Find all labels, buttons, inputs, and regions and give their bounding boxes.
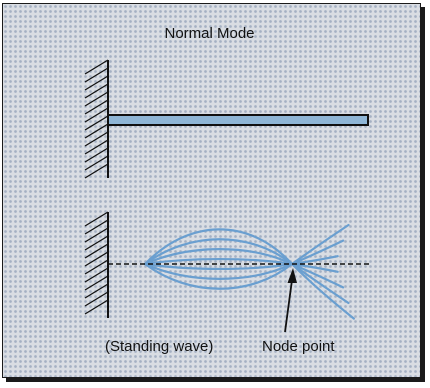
wave-curve [143,248,294,266]
cantilever-beam [107,114,369,126]
wave-curve [290,262,350,305]
hatch-line [84,99,109,115]
node-point-label: Node point [262,338,335,355]
hatch-line [84,67,109,83]
hatch-line [84,59,109,75]
wave-curve [143,262,294,280]
wave-curve [290,262,345,289]
hatch-line [84,115,109,131]
hatch-line [84,147,109,163]
hatch-line [84,291,109,307]
hatch-line [84,211,109,227]
hatch-line [84,131,109,147]
hatch-line [84,243,109,259]
wave-curve [290,223,350,266]
hatch-line [84,219,109,235]
diagram-title: Normal Mode [164,25,255,42]
hatch-line [84,251,109,267]
wave-curve [143,228,294,266]
hatch-line [84,75,109,91]
bottom-wall [84,211,109,318]
wave-curve [143,257,294,266]
hatch-line [84,155,109,171]
hatch-line [84,267,109,283]
diagram-panel [2,3,421,378]
hatch-line [84,163,109,179]
hatch-line [84,235,109,251]
hatch-line [84,299,109,315]
hatch-line [84,227,109,243]
wave-curve [290,262,355,320]
hatch-line [84,275,109,291]
hatch-line [84,91,109,107]
hatch-line [84,259,109,275]
hatch-line [84,107,109,123]
wave-curve [143,262,294,290]
hatch-line [84,139,109,155]
top-wall [84,59,109,179]
node-arrow [284,268,297,333]
hatch-line [84,83,109,99]
wave-curve [143,262,294,271]
standing-wave-label: (Standing wave) [105,338,214,355]
wave-curve [143,238,294,266]
standing-wave-curves [143,223,355,320]
hatch-line [84,123,109,139]
hatch-line [84,283,109,299]
